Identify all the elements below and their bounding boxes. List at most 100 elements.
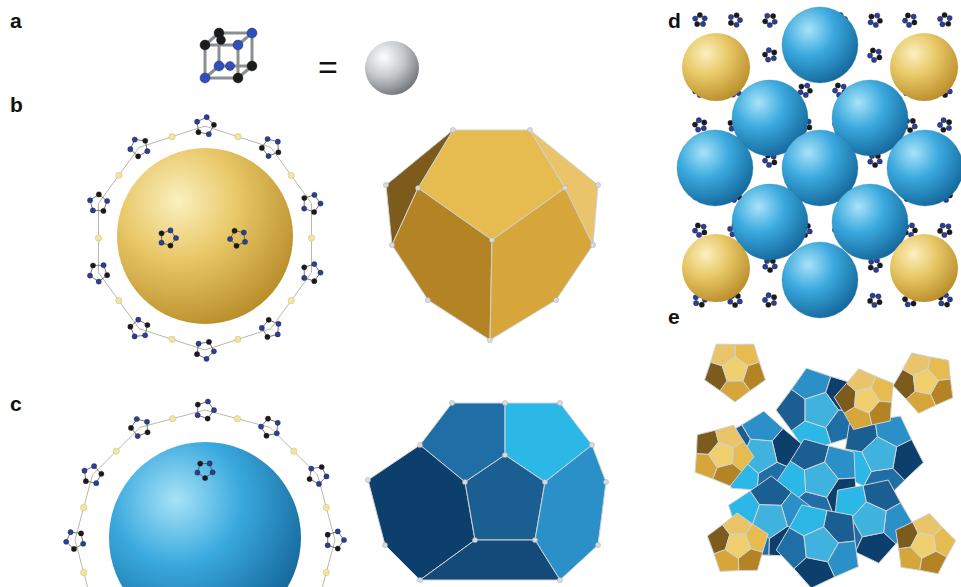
atom bbox=[835, 83, 840, 88]
small-cage-sphere bbox=[682, 234, 750, 302]
link bbox=[139, 126, 205, 147]
atom bbox=[302, 275, 307, 280]
atom bbox=[728, 226, 733, 231]
small-cage-sphere bbox=[682, 33, 750, 101]
atom bbox=[132, 334, 137, 339]
atom bbox=[195, 413, 200, 418]
atom bbox=[695, 127, 700, 132]
cage-molecule bbox=[200, 28, 257, 83]
atom bbox=[205, 416, 210, 421]
atom bbox=[341, 537, 346, 542]
atom bbox=[877, 18, 882, 23]
link bbox=[140, 410, 205, 427]
atom bbox=[233, 40, 243, 50]
atom bbox=[145, 430, 150, 435]
polyhedron-face bbox=[709, 442, 734, 468]
equals-sign: = bbox=[318, 50, 338, 84]
atom bbox=[99, 471, 104, 476]
metal-node bbox=[169, 133, 175, 139]
atom bbox=[200, 40, 210, 50]
atom bbox=[912, 124, 917, 129]
vertex bbox=[489, 237, 494, 242]
vertex bbox=[603, 479, 608, 484]
atom bbox=[145, 149, 150, 154]
atom bbox=[947, 297, 952, 302]
vertex bbox=[557, 400, 562, 405]
metal-node bbox=[288, 172, 294, 178]
large-cage-sphere bbox=[782, 7, 858, 83]
polyhedron-face bbox=[420, 540, 560, 580]
atom bbox=[876, 294, 881, 299]
atom bbox=[692, 228, 697, 233]
atom bbox=[871, 57, 876, 62]
atom bbox=[203, 475, 208, 480]
polyhedron bbox=[834, 369, 893, 430]
metal-node bbox=[95, 235, 101, 241]
atom bbox=[692, 122, 697, 127]
atom bbox=[909, 223, 914, 228]
vertex bbox=[502, 452, 507, 457]
atom bbox=[868, 265, 873, 270]
atom bbox=[195, 119, 200, 124]
dodecahedral-cage bbox=[87, 115, 323, 362]
atom bbox=[128, 147, 133, 152]
metal-node bbox=[235, 133, 241, 139]
atom bbox=[763, 264, 768, 269]
metal-node bbox=[116, 297, 122, 303]
atom bbox=[324, 474, 329, 479]
atom bbox=[168, 243, 173, 248]
atom bbox=[696, 232, 701, 237]
vertex bbox=[425, 297, 430, 302]
atom bbox=[211, 408, 216, 413]
atom bbox=[168, 228, 173, 233]
metal-node bbox=[323, 569, 329, 575]
polyhedron bbox=[707, 513, 768, 571]
atom bbox=[87, 273, 92, 278]
atom bbox=[807, 125, 812, 130]
vertex bbox=[595, 182, 600, 187]
atom bbox=[771, 300, 776, 305]
atom bbox=[312, 192, 317, 197]
polyhedron-face bbox=[804, 462, 838, 497]
polyhedron-face bbox=[794, 557, 835, 587]
atom bbox=[765, 57, 770, 62]
atom bbox=[266, 317, 271, 322]
atom bbox=[214, 61, 224, 71]
atom bbox=[105, 273, 110, 278]
atom bbox=[335, 546, 340, 551]
polyhedron-face bbox=[893, 439, 923, 480]
atom bbox=[807, 229, 812, 234]
atom bbox=[205, 399, 210, 404]
atom bbox=[701, 126, 706, 131]
atom bbox=[906, 22, 911, 27]
atom bbox=[325, 532, 330, 537]
atom bbox=[905, 302, 910, 307]
atom bbox=[937, 122, 942, 127]
atom bbox=[302, 195, 307, 200]
atom bbox=[266, 153, 271, 158]
atom bbox=[81, 541, 86, 546]
panel-letter: d bbox=[668, 10, 681, 31]
atom bbox=[946, 21, 951, 26]
atom bbox=[877, 263, 882, 268]
polyhedron bbox=[776, 505, 858, 587]
sphere-packing bbox=[677, 7, 961, 318]
vertex bbox=[449, 400, 454, 405]
large-cage bbox=[64, 399, 347, 587]
atom bbox=[772, 264, 777, 269]
atom bbox=[276, 321, 281, 326]
atom bbox=[771, 56, 776, 61]
atom bbox=[265, 334, 270, 339]
atom bbox=[772, 50, 777, 55]
atom bbox=[942, 12, 947, 17]
atom bbox=[217, 36, 226, 45]
atom bbox=[942, 232, 947, 237]
atom bbox=[702, 230, 707, 235]
atom bbox=[701, 224, 706, 229]
panel-letter: e bbox=[668, 306, 680, 327]
atom bbox=[258, 424, 263, 429]
atom bbox=[136, 317, 141, 322]
atom bbox=[693, 16, 698, 21]
atom bbox=[233, 73, 243, 83]
vertex bbox=[417, 577, 422, 582]
